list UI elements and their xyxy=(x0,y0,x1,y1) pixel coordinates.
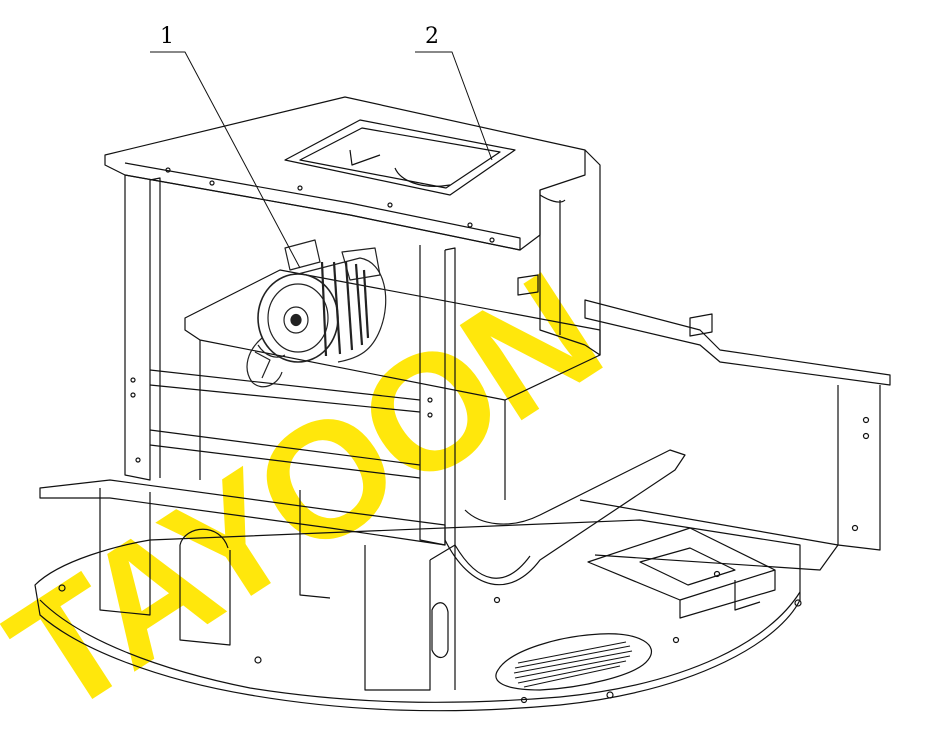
leader-line-2 xyxy=(415,51,493,161)
vertical-posts xyxy=(124,175,456,546)
cradle xyxy=(444,449,686,586)
rear-shelf xyxy=(517,274,891,571)
watermark: TAYOON xyxy=(0,239,628,750)
middle-plate xyxy=(149,269,601,500)
callout-label-1: 1 xyxy=(160,24,174,49)
motor-assembly xyxy=(246,239,387,388)
motor-ribs xyxy=(320,261,370,357)
leader-lines xyxy=(150,51,493,269)
base-plate xyxy=(34,519,801,712)
top-frame xyxy=(104,96,586,251)
side-box xyxy=(539,149,601,356)
lower-frame xyxy=(39,429,456,691)
callout-label-2: 2 xyxy=(425,24,439,49)
vent-grille xyxy=(513,641,633,688)
top-opening xyxy=(284,119,516,196)
watermark-text: TAYOON xyxy=(0,239,628,746)
leader-line-1 xyxy=(150,51,301,269)
bracket-plate xyxy=(587,527,802,619)
vent-slot-outline xyxy=(495,633,653,691)
